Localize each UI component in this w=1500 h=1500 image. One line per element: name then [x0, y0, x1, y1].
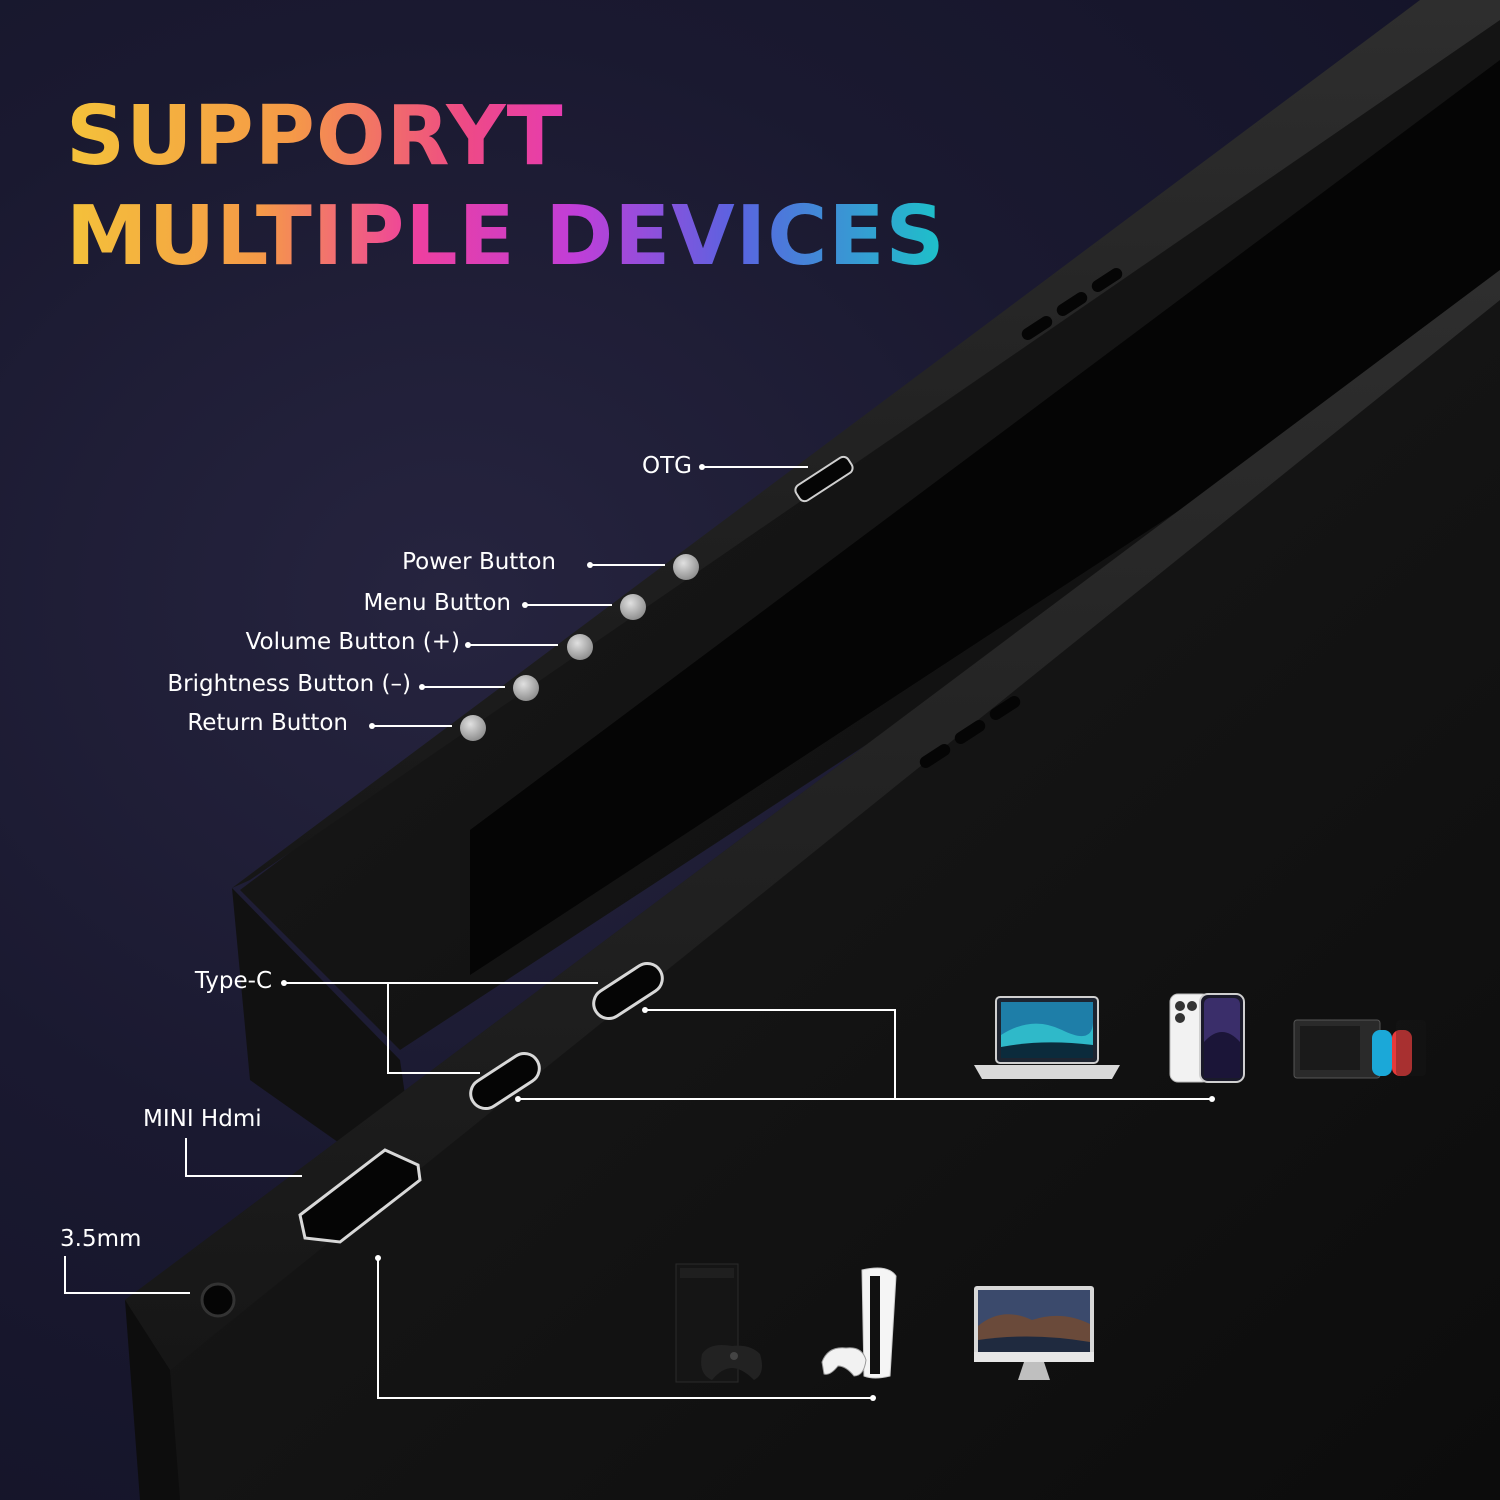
front-monitor-body: [125, 270, 1500, 1500]
brightness-button[interactable]: [513, 675, 539, 701]
rear-monitor-top-edge: [232, 0, 1500, 888]
xbox-console-icon: [675, 1263, 762, 1383]
audio-jack-label: 3.5mm: [60, 1226, 142, 1252]
rear-monitor-screen: [470, 60, 1500, 975]
desktop-monitor-icon: [974, 1286, 1094, 1380]
volume-button-label: Volume Button (+): [245, 629, 460, 655]
type-c-label: Type-C: [194, 968, 272, 994]
mini-hdmi-port: [298, 1148, 422, 1244]
volume-button[interactable]: [567, 634, 593, 660]
headline-line-1: SUPPORYT: [66, 89, 564, 184]
leader-lines: [64, 466, 1212, 1399]
front-monitor-top-edge: [125, 270, 1500, 1370]
mini-hdmi-label: MINI Hdmi: [143, 1106, 262, 1132]
type-c-port-1: [592, 961, 664, 1021]
return-button[interactable]: [460, 715, 486, 741]
power-button[interactable]: [673, 554, 699, 580]
leader-dots: [281, 464, 1215, 1401]
brightness-button-label: Brightness Button (–): [167, 671, 411, 697]
audio-jack-port: [200, 1282, 236, 1318]
laptop-icon: [974, 996, 1120, 1079]
speaker-grille-top: [1021, 268, 1123, 340]
menu-button-label: Menu Button: [363, 590, 511, 616]
otg-label: OTG: [642, 453, 692, 479]
menu-button[interactable]: [620, 594, 646, 620]
game-console-switch-icon: [1293, 1019, 1426, 1079]
type-c-port-2: [469, 1051, 541, 1111]
playstation-console-icon: [821, 1267, 897, 1379]
speaker-grille-bottom: [919, 696, 1021, 768]
smartphone-icon: [1169, 993, 1245, 1083]
return-button-label: Return Button: [187, 710, 348, 736]
front-monitor-side: [125, 1300, 180, 1500]
power-button-label: Power Button: [402, 549, 556, 575]
otg-port: [794, 455, 854, 503]
headline-line-2: MULTIPLE DEVICES: [66, 189, 946, 284]
